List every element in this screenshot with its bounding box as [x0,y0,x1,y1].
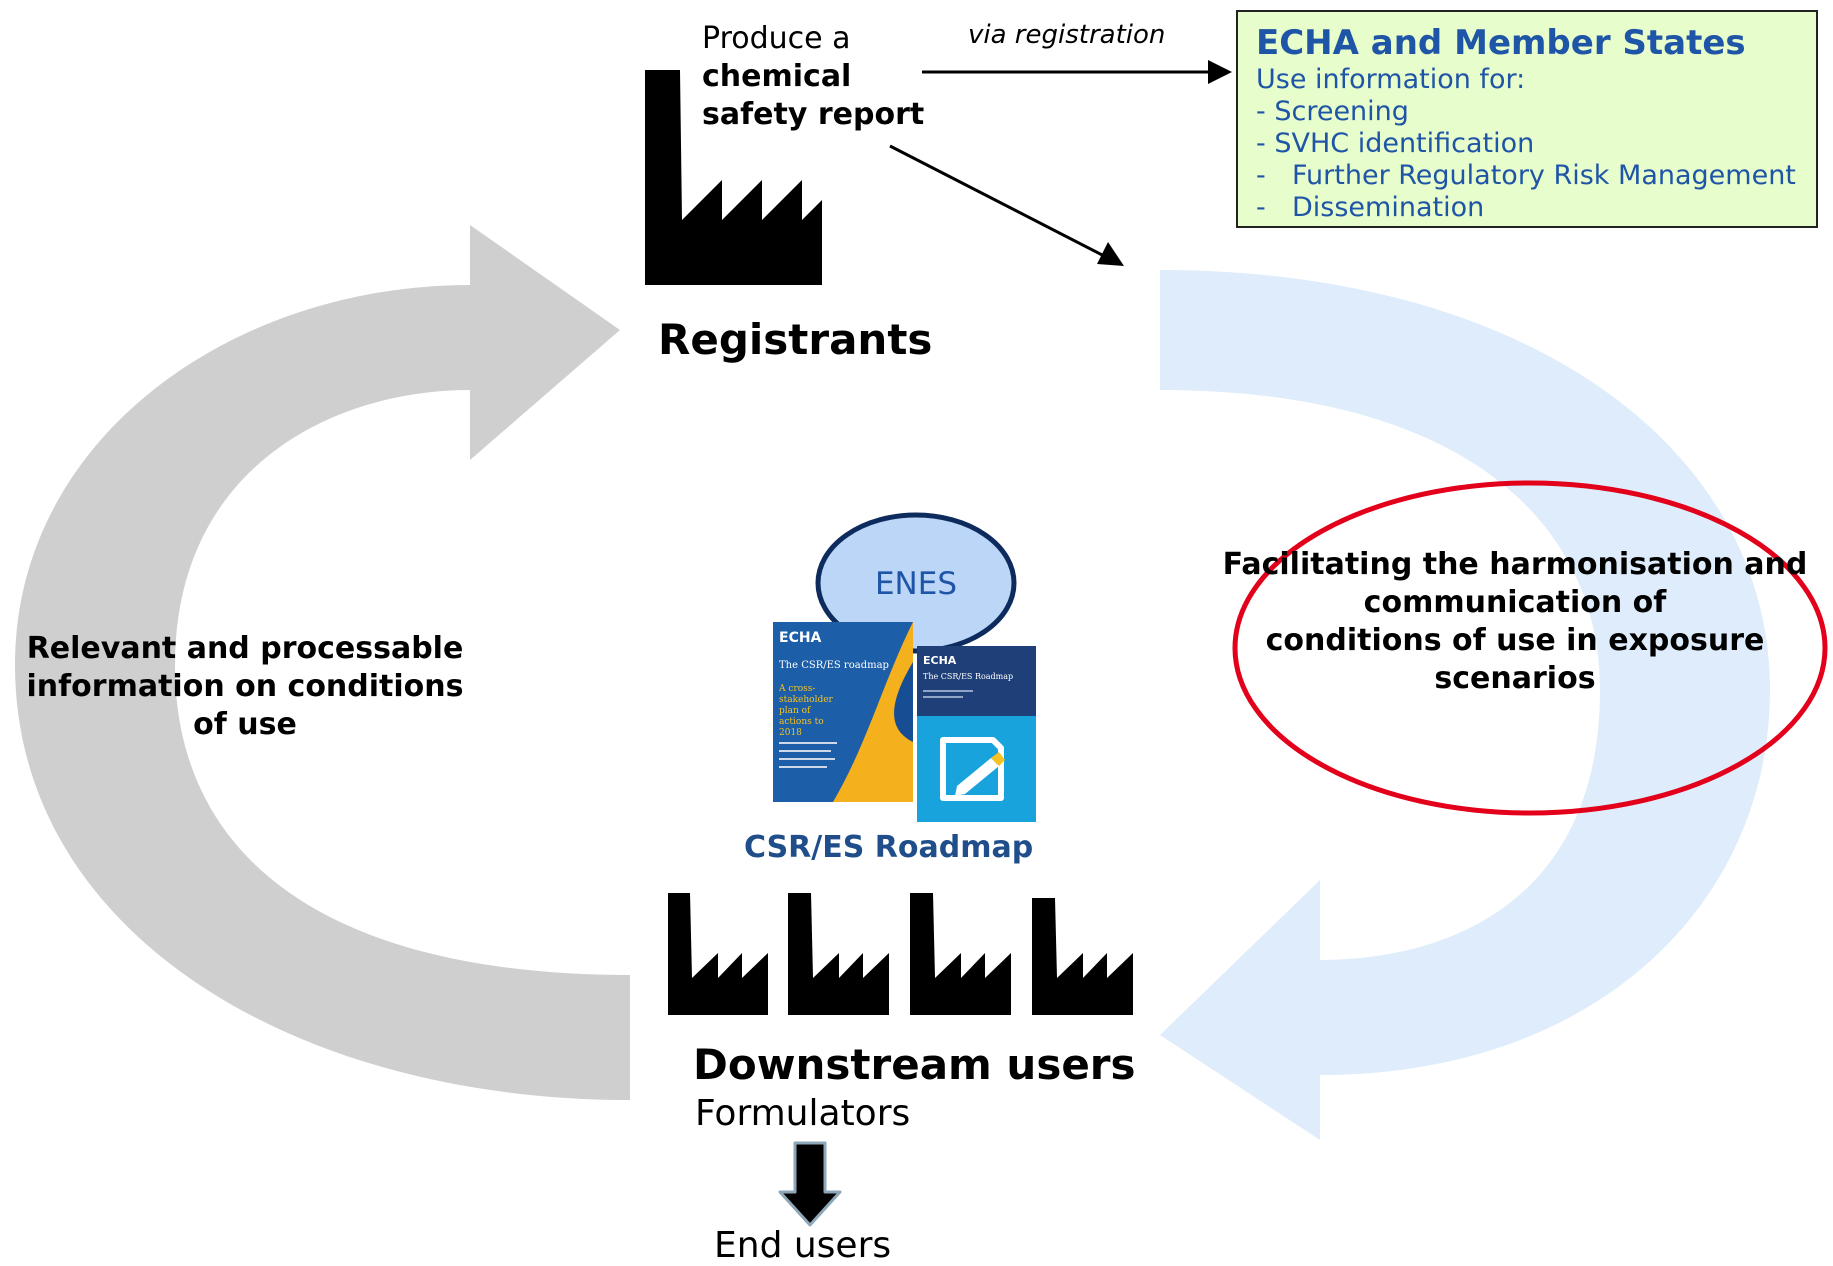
echa-box-title: ECHA and Member States [1256,23,1746,63]
registrants-factory-icon [645,70,822,285]
roadmap-book-cover-left: ECHA The CSR/ES roadmap A cross-stakehol… [773,622,913,802]
enes-bubble [815,512,1017,654]
produce-bold-1: chemical [702,59,852,94]
roadmap-caption: CSR/ES Roadmap [744,830,1034,865]
echa-item-svhc: - SVHC identification [1256,128,1535,159]
arrowhead-to-cycle [1097,242,1124,266]
edit-document-icon [940,737,1005,801]
produce-bold-2: safety report [702,97,925,132]
downstream-factory-icons [668,893,1133,1015]
formulators-label: Formulators [695,1093,911,1134]
echa-item-screening: - Screening [1256,96,1409,127]
echa-member-states-box: ECHA and Member States Use information f… [1236,10,1818,228]
downstream-users-label: Downstream users [693,1040,1136,1089]
blue-cycle-arrow [1160,270,1770,1140]
echa-item-dissemination: -Dissemination [1256,192,1485,223]
produce-prefix: Produce a [702,21,851,56]
left-cycle-label: Relevant and processable information on … [26,631,464,742]
right-cycle-label: Facilitating the harmonisation and commu… [1222,547,1808,696]
down-arrow-icon [778,1141,842,1227]
highlight-ellipse [1232,480,1828,816]
grey-cycle-arrow [15,225,630,1100]
arrowhead-to-echa [1208,60,1232,84]
produce-report-text: Produce a chemical safety report [702,20,924,134]
roadmap-book-cover-right: ECHA The CSR/ES Roadmap [917,646,1036,822]
echa-item-risk-management: -Further Regulatory Risk Management [1256,160,1796,191]
enes-label: ENES [874,566,958,602]
end-users-label: End users [714,1225,892,1266]
registrants-label: Registrants [658,315,933,364]
echa-box-intro: Use information for: [1256,64,1526,95]
via-registration-label: via registration [968,20,1166,50]
